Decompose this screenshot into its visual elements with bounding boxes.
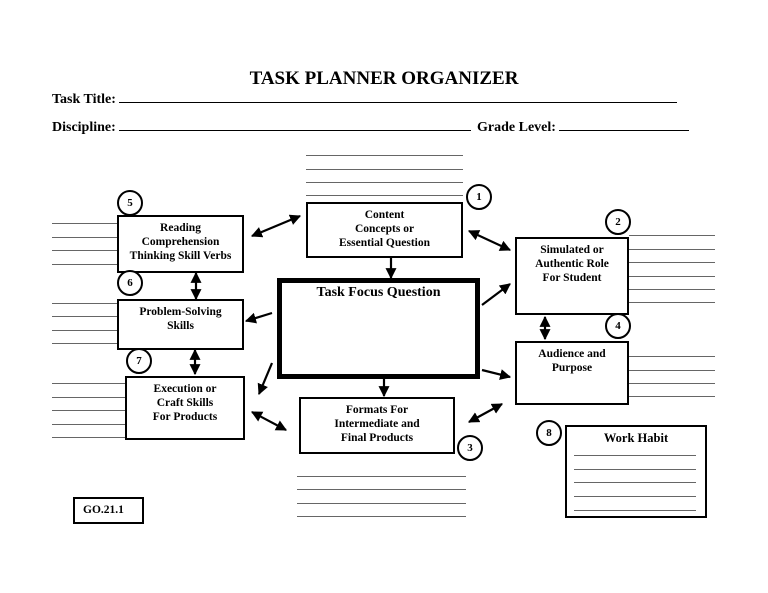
role-label-3: For Student [542,272,602,284]
problem-label-2: Skills [167,320,194,332]
step-number-1: 1 [466,184,492,210]
task-title-input[interactable] [119,90,678,103]
reading-label-1: Reading [160,222,201,234]
execution-label-1: Execution or [153,383,217,395]
audience-purpose-box: Audience and Purpose [515,341,629,405]
step-number-6: 6 [117,270,143,296]
formats-box: Formats For Intermediate and Final Produ… [299,397,455,454]
workhabit-write-lines[interactable] [574,442,696,511]
step-number-3: 3 [457,435,483,461]
focus-label: Task Focus Question [316,285,441,300]
grade-level-field: Grade Level: [477,118,690,136]
discipline-input[interactable] [119,118,472,131]
audience-write-lines[interactable] [629,343,715,397]
audience-label-2: Purpose [551,362,593,374]
role-label-2: Authentic Role [535,258,609,270]
arrow-formats-audience [468,403,503,423]
execution-write-lines[interactable] [52,371,127,438]
grade-level-input[interactable] [559,118,690,131]
step-number-7: 7 [126,348,152,374]
arrow-focus-problem [244,311,273,324]
formats-label-1: Formats For [345,404,409,416]
role-write-lines[interactable] [629,223,715,303]
step-number-4: 4 [605,313,631,339]
formats-label-3: Final Products [340,432,414,444]
execution-label-2: Craft Skills [156,397,214,409]
formats-write-lines[interactable] [297,464,466,517]
arrow-focus-audience [481,368,512,380]
step-number-2: 2 [605,209,631,235]
grade-level-label: Grade Level: [477,120,556,135]
reading-comprehension-box: Reading Comprehension Thinking Skill Ver… [117,215,244,273]
problem-label-1: Problem-Solving [139,306,222,318]
execution-skills-box: Execution or Craft Skills For Products [125,376,245,440]
form-code-label: GO.21.1 [73,497,144,524]
step-number-5: 5 [117,190,143,216]
content-label-1: Content [364,209,405,221]
arrow-content-role [468,230,511,251]
reading-label-2: Comprehension [141,236,220,248]
step-number-8: 8 [536,420,562,446]
work-habit-box: Work Habit [565,425,707,518]
reading-label-3: Thinking Skill Verbs [129,250,232,262]
content-write-lines[interactable] [306,148,463,196]
task-focus-question-box[interactable]: Task Focus Question [277,278,480,379]
arrow-execution-formats [251,411,287,431]
discipline-field: Discipline: [52,118,472,136]
authentic-role-box: Simulated or Authentic Role For Student [515,237,629,315]
formats-label-2: Intermediate and [334,418,420,430]
reading-write-lines[interactable] [52,210,118,265]
workhabit-label: Work Habit [603,431,669,445]
problem-solving-box: Problem-Solving Skills [117,299,244,350]
problem-write-lines[interactable] [52,291,118,344]
page-title: TASK PLANNER ORGANIZER [249,68,519,89]
arrow-focus-execution [257,362,274,396]
arrow-focus-role [481,283,511,306]
role-label-1: Simulated or [540,244,604,256]
task-title-field: Task Title: [52,90,678,108]
discipline-label: Discipline: [52,120,116,135]
content-label-3: Essential Question [338,237,431,249]
task-title-label: Task Title: [52,92,116,107]
execution-label-3: For Products [152,411,218,423]
audience-label-1: Audience and [538,348,606,360]
content-concepts-box: Content Concepts or Essential Question [306,202,463,258]
content-label-2: Concepts or [354,223,415,235]
arrow-reading-content [250,214,302,238]
